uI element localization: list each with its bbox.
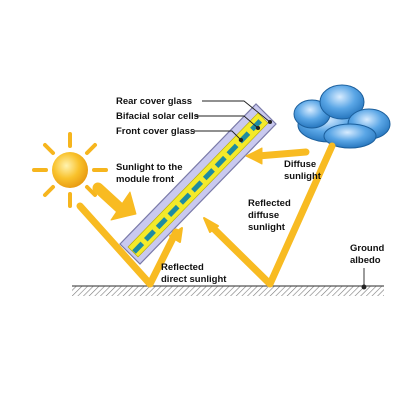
reflected-direct-arrow — [76, 202, 183, 288]
direct-sunlight-arrow — [92, 182, 137, 221]
solar-module — [119, 103, 277, 265]
cloud-icon — [293, 84, 391, 149]
label-rear-cover-glass: Rear cover glass — [116, 96, 192, 107]
labels: Rear cover glass Bifacial solar cells Fr… — [116, 96, 384, 285]
label-diffuse-2: sunlight — [284, 171, 322, 182]
solar-cells — [132, 116, 265, 254]
sun-icon — [32, 132, 108, 208]
label-front-cover-glass: Front cover glass — [116, 126, 195, 137]
reflected-diffuse-arrow — [203, 142, 336, 288]
label-sunlight-front-1: Sunlight to the — [116, 162, 183, 173]
label-bifacial-solar-cells: Bifacial solar cells — [116, 111, 199, 122]
label-ground-1: Ground — [350, 243, 384, 254]
label-reflected-direct-2: direct sunlight — [161, 274, 227, 285]
label-reflected-diffuse-3: sunlight — [248, 222, 286, 233]
light-arrows — [76, 142, 336, 288]
label-sunlight-front-2: module front — [116, 174, 175, 185]
label-diffuse-1: Diffuse — [284, 159, 316, 170]
label-reflected-diffuse-2: diffuse — [248, 210, 279, 221]
leader-lines — [194, 100, 367, 290]
label-ground-2: albedo — [350, 255, 381, 266]
diffuse-sunlight-arrow — [245, 147, 310, 165]
label-reflected-diffuse-1: Reflected — [248, 198, 291, 209]
ground — [72, 285, 384, 296]
label-reflected-direct-1: Reflected — [161, 262, 204, 273]
